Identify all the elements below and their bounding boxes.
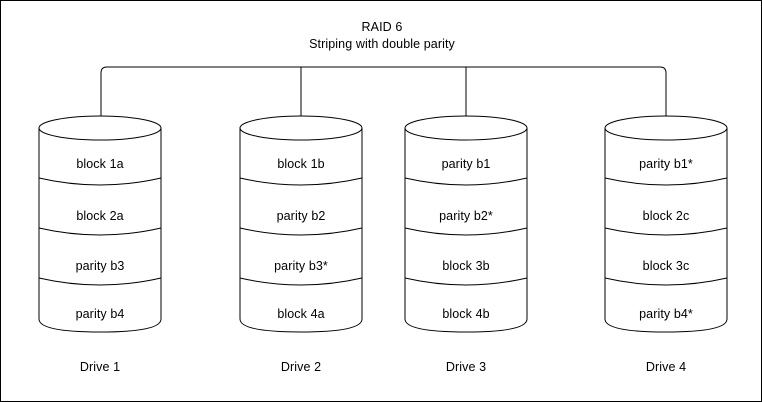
drive-2-separator-3 xyxy=(239,277,363,286)
drive-4-top-ellipse xyxy=(604,115,728,141)
drive-2-segment-4-label: block 4a xyxy=(277,307,325,321)
drive-4-separator-2 xyxy=(604,227,728,236)
drive-2-segment-1-label: block 1b xyxy=(277,157,325,171)
drive-3-segment-4-label: block 4b xyxy=(442,307,490,321)
drive-2-body xyxy=(239,127,363,333)
drive-3-segment-3-label: block 3b xyxy=(442,259,490,273)
drive-4-segment-4-label: parity b4* xyxy=(639,307,693,321)
drive-1-separator-2 xyxy=(38,227,162,236)
drive-3-separator-2 xyxy=(404,227,528,236)
drive-1-top-ellipse xyxy=(38,115,162,141)
drive-2-segment-3-label: parity b3* xyxy=(274,259,328,273)
drive-3-body xyxy=(404,127,528,333)
title-primary: RAID 6 xyxy=(361,20,403,34)
drive-3-label: Drive 3 xyxy=(445,360,487,374)
drive-3-cylinder xyxy=(404,115,528,333)
bracket-bus-line xyxy=(100,66,667,127)
drive-3-separator-1 xyxy=(404,177,528,186)
drive-4-cylinder xyxy=(604,115,728,333)
drive-1-cylinder xyxy=(38,115,162,333)
drive-4-separator-1 xyxy=(604,177,728,186)
drive-2-separator-2 xyxy=(239,227,363,236)
drive-2-separator-1 xyxy=(239,177,363,186)
drive-4-body xyxy=(604,127,728,333)
drive-1-label: Drive 1 xyxy=(79,360,121,374)
drive-1-segment-3-label: parity b3 xyxy=(75,259,125,273)
drive-3-separator-3 xyxy=(404,277,528,286)
drive-3-segment-1-label: parity b1 xyxy=(441,157,491,171)
drive-2-label: Drive 2 xyxy=(280,360,322,374)
drive-3-top-ellipse xyxy=(404,115,528,141)
title-subtitle: Striping with double parity xyxy=(309,37,455,51)
drive-1-separator-1 xyxy=(38,177,162,186)
drive-4-separator-3 xyxy=(604,277,728,286)
drive-4-segment-2-label: block 2c xyxy=(642,209,690,223)
drive-1-segment-2-label: block 2a xyxy=(76,209,124,223)
connector-bracket xyxy=(100,66,667,127)
drive-1-body xyxy=(38,127,162,333)
drive-4-segment-1-label: parity b1* xyxy=(639,157,693,171)
drive-3-segment-2-label: parity b2* xyxy=(439,209,493,223)
drive-1-segment-4-label: parity b4 xyxy=(75,307,125,321)
drive-2-segment-2-label: parity b2 xyxy=(276,209,326,223)
drive-1-separator-3 xyxy=(38,277,162,286)
drive-2-cylinder xyxy=(239,115,363,333)
drive-2-top-ellipse xyxy=(239,115,363,141)
drive-4-segment-3-label: block 3c xyxy=(642,259,690,273)
diagram-title: RAID 6 Striping with double parity xyxy=(1,19,761,53)
drive-4-label: Drive 4 xyxy=(645,360,687,374)
drive-1-segment-1-label: block 1a xyxy=(76,157,124,171)
